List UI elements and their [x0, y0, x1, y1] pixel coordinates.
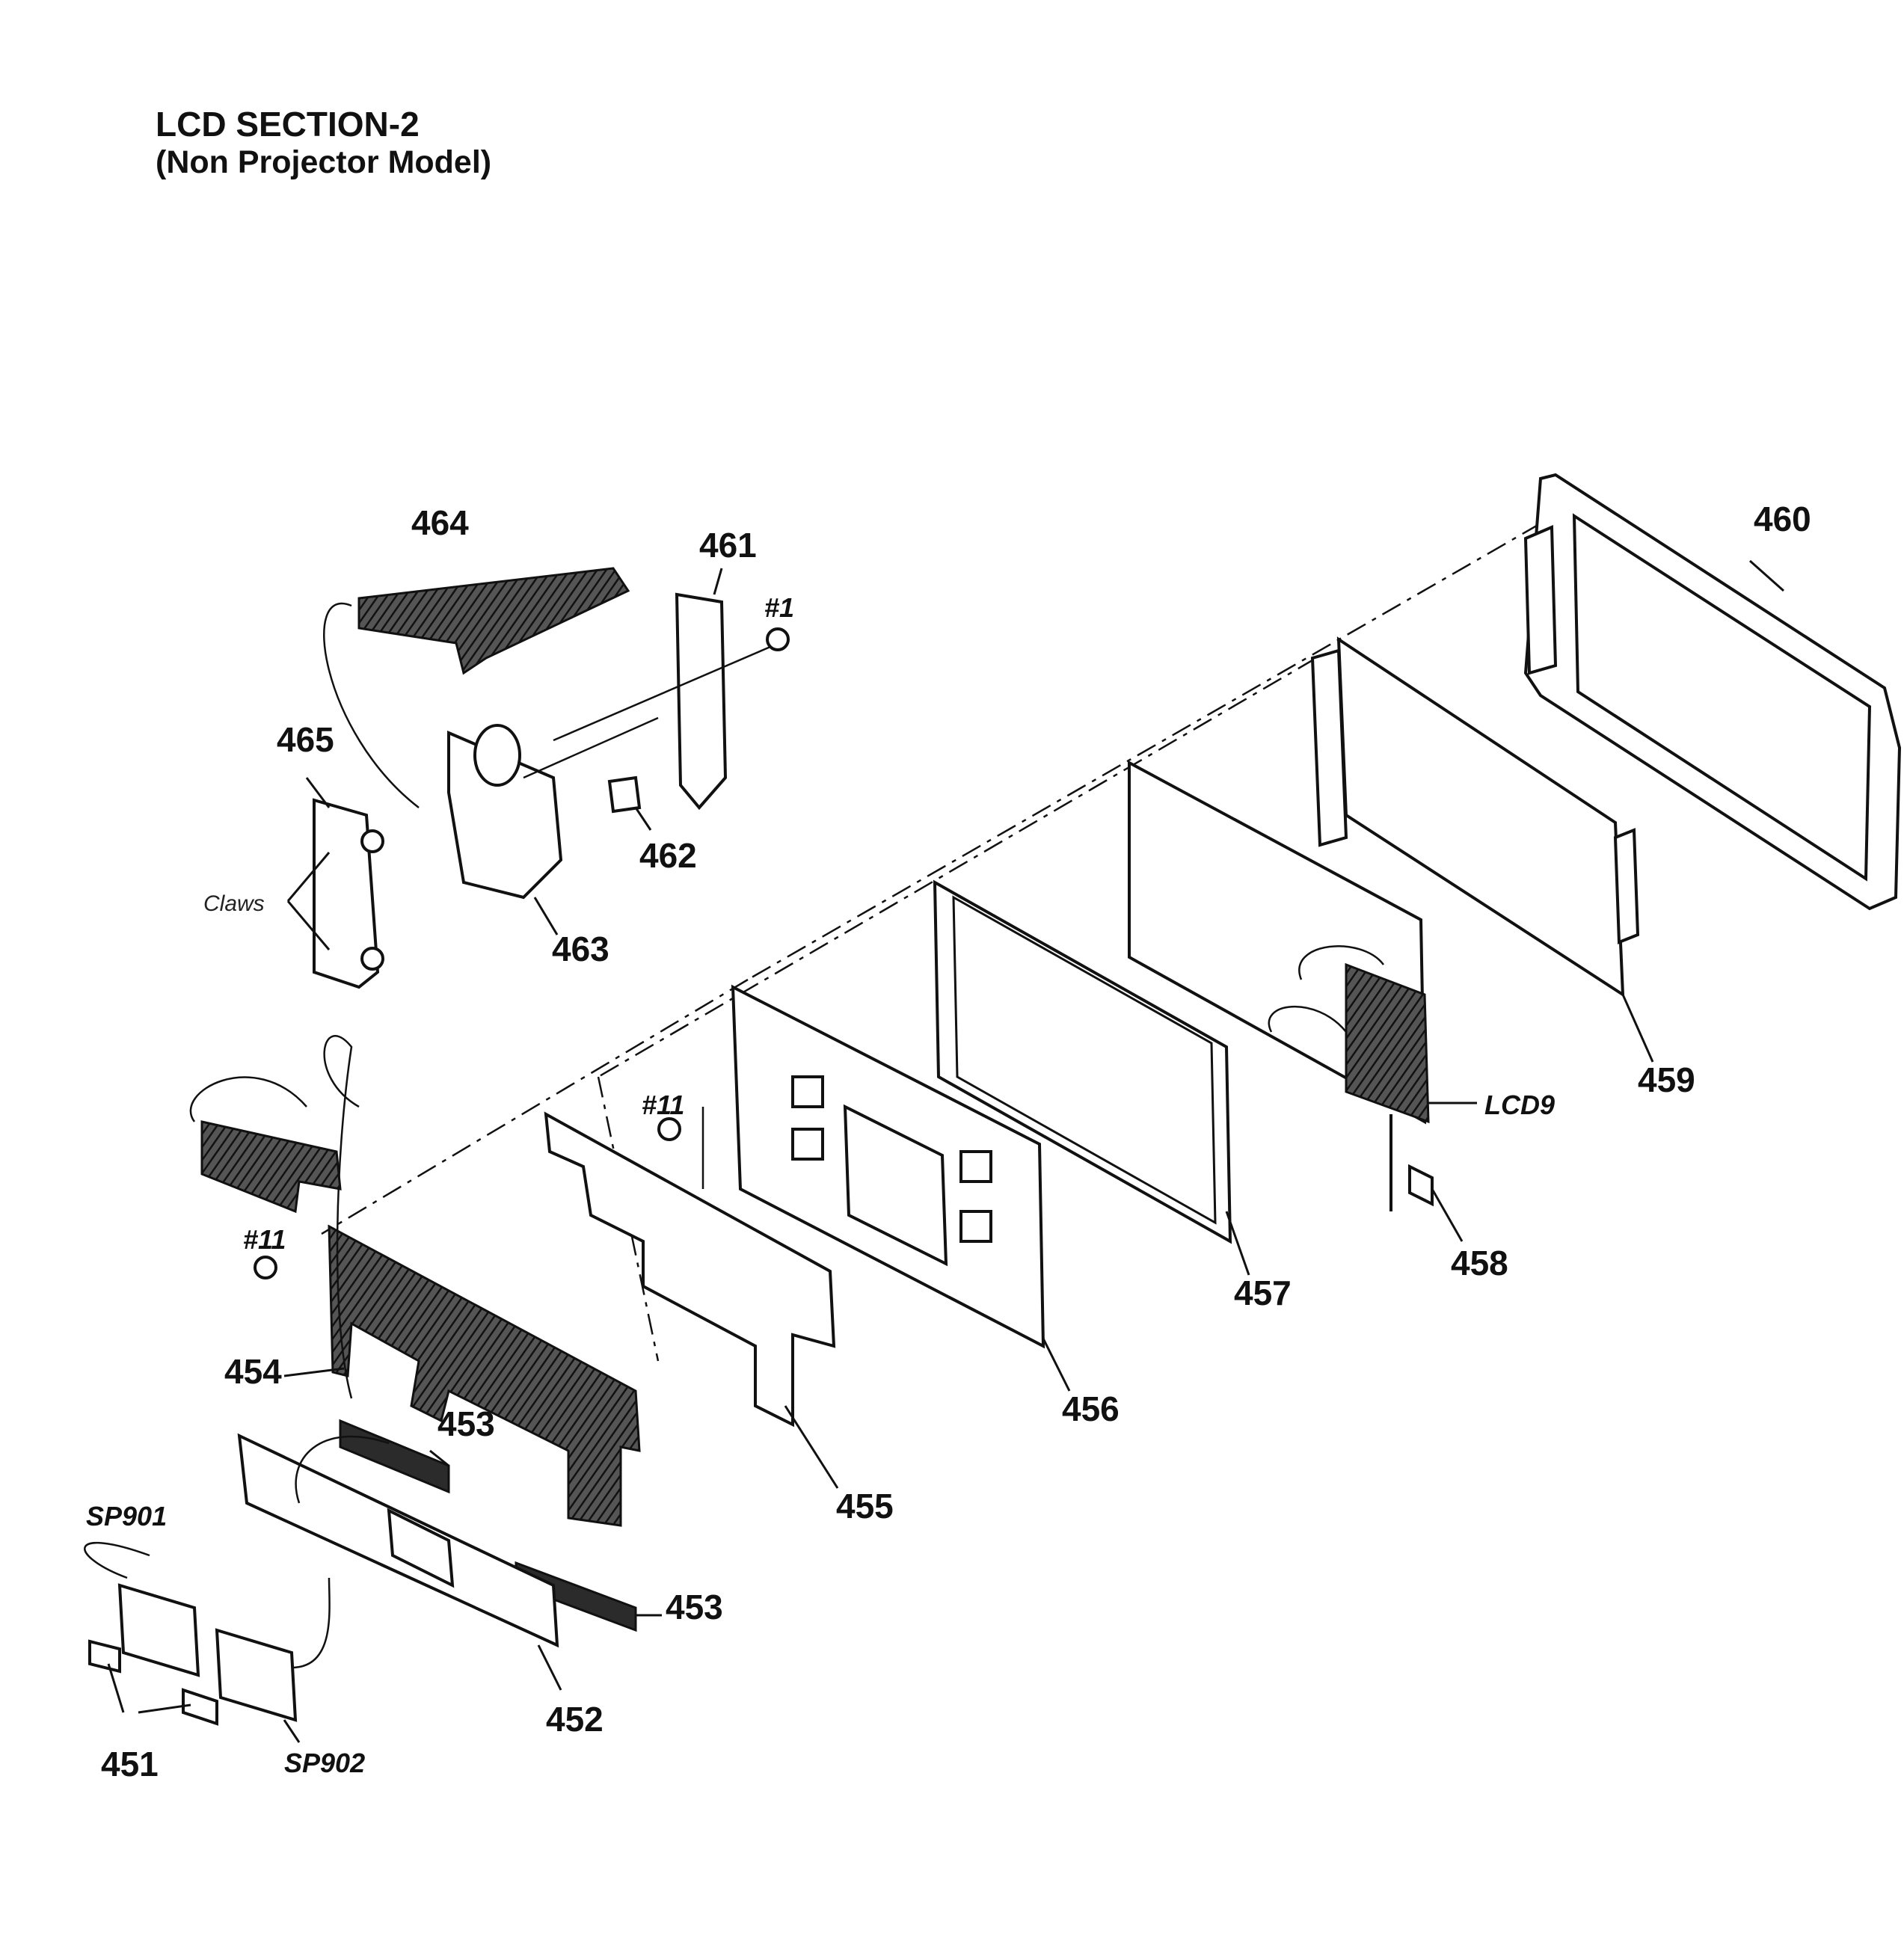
- label-452: 452: [546, 1700, 604, 1739]
- label-screw-11-lower: #11: [243, 1224, 286, 1255]
- part-454-flex-board: [283, 1035, 641, 1527]
- label-sp901: SP901: [86, 1501, 167, 1531]
- part-453-cushion-upper: [339, 1419, 450, 1494]
- label-459: 459: [1638, 1060, 1695, 1099]
- part-452-speaker-holder: [237, 1433, 562, 1691]
- label-lcd9: LCD9: [1484, 1090, 1555, 1120]
- part-451-cushions: [88, 1639, 218, 1726]
- part-456-chassis: [731, 984, 1071, 1392]
- title-line-2: (Non Projector Model): [156, 144, 492, 180]
- part-463-hinge: [447, 716, 659, 935]
- screw-11-upper: [657, 1107, 704, 1189]
- screw-11-lower: [254, 1256, 277, 1279]
- part-lcd9-board: [1268, 945, 1477, 1124]
- part-sp902-speaker: [215, 1577, 331, 1743]
- part-462-block: [607, 775, 652, 831]
- part-sp901-speaker: [84, 1541, 200, 1677]
- label-451: 451: [101, 1745, 159, 1783]
- label-screw-11-upper: #11: [642, 1090, 684, 1120]
- label-464: 464: [411, 503, 469, 542]
- label-456: 456: [1062, 1389, 1120, 1428]
- label-463: 463: [552, 930, 609, 968]
- label-460: 460: [1754, 500, 1811, 538]
- part-460-lcd-frame: [1523, 473, 1902, 911]
- alignment-lines: [321, 522, 1541, 1362]
- part-connector-flex: [189, 1076, 342, 1214]
- part-464-hinge-flex: [323, 567, 630, 808]
- label-453-lower: 453: [666, 1588, 723, 1626]
- part-461-hinge-bracket: [675, 568, 728, 811]
- label-457: 457: [1234, 1273, 1292, 1312]
- label-claws: Claws: [203, 891, 265, 916]
- diagram-title: LCD SECTION-2 (Non Projector Model): [156, 105, 491, 181]
- label-sp902: SP902: [284, 1748, 365, 1778]
- screw-1: [553, 627, 790, 742]
- part-459-panel-holder: [1310, 636, 1654, 1063]
- label-454: 454: [224, 1352, 282, 1391]
- part-455-shield: [544, 1111, 839, 1489]
- part-458-sheet: [1389, 1114, 1464, 1242]
- label-458: 458: [1451, 1244, 1508, 1282]
- label-465: 465: [277, 720, 334, 759]
- label-462: 462: [639, 836, 697, 875]
- part-465-hinge-cover: [286, 777, 384, 989]
- title-line-1: LCD SECTION-2: [156, 105, 420, 144]
- label-455: 455: [836, 1487, 894, 1526]
- label-453-upper: 453: [437, 1404, 495, 1443]
- label-461: 461: [699, 526, 757, 565]
- label-screw-1: #1: [764, 592, 794, 623]
